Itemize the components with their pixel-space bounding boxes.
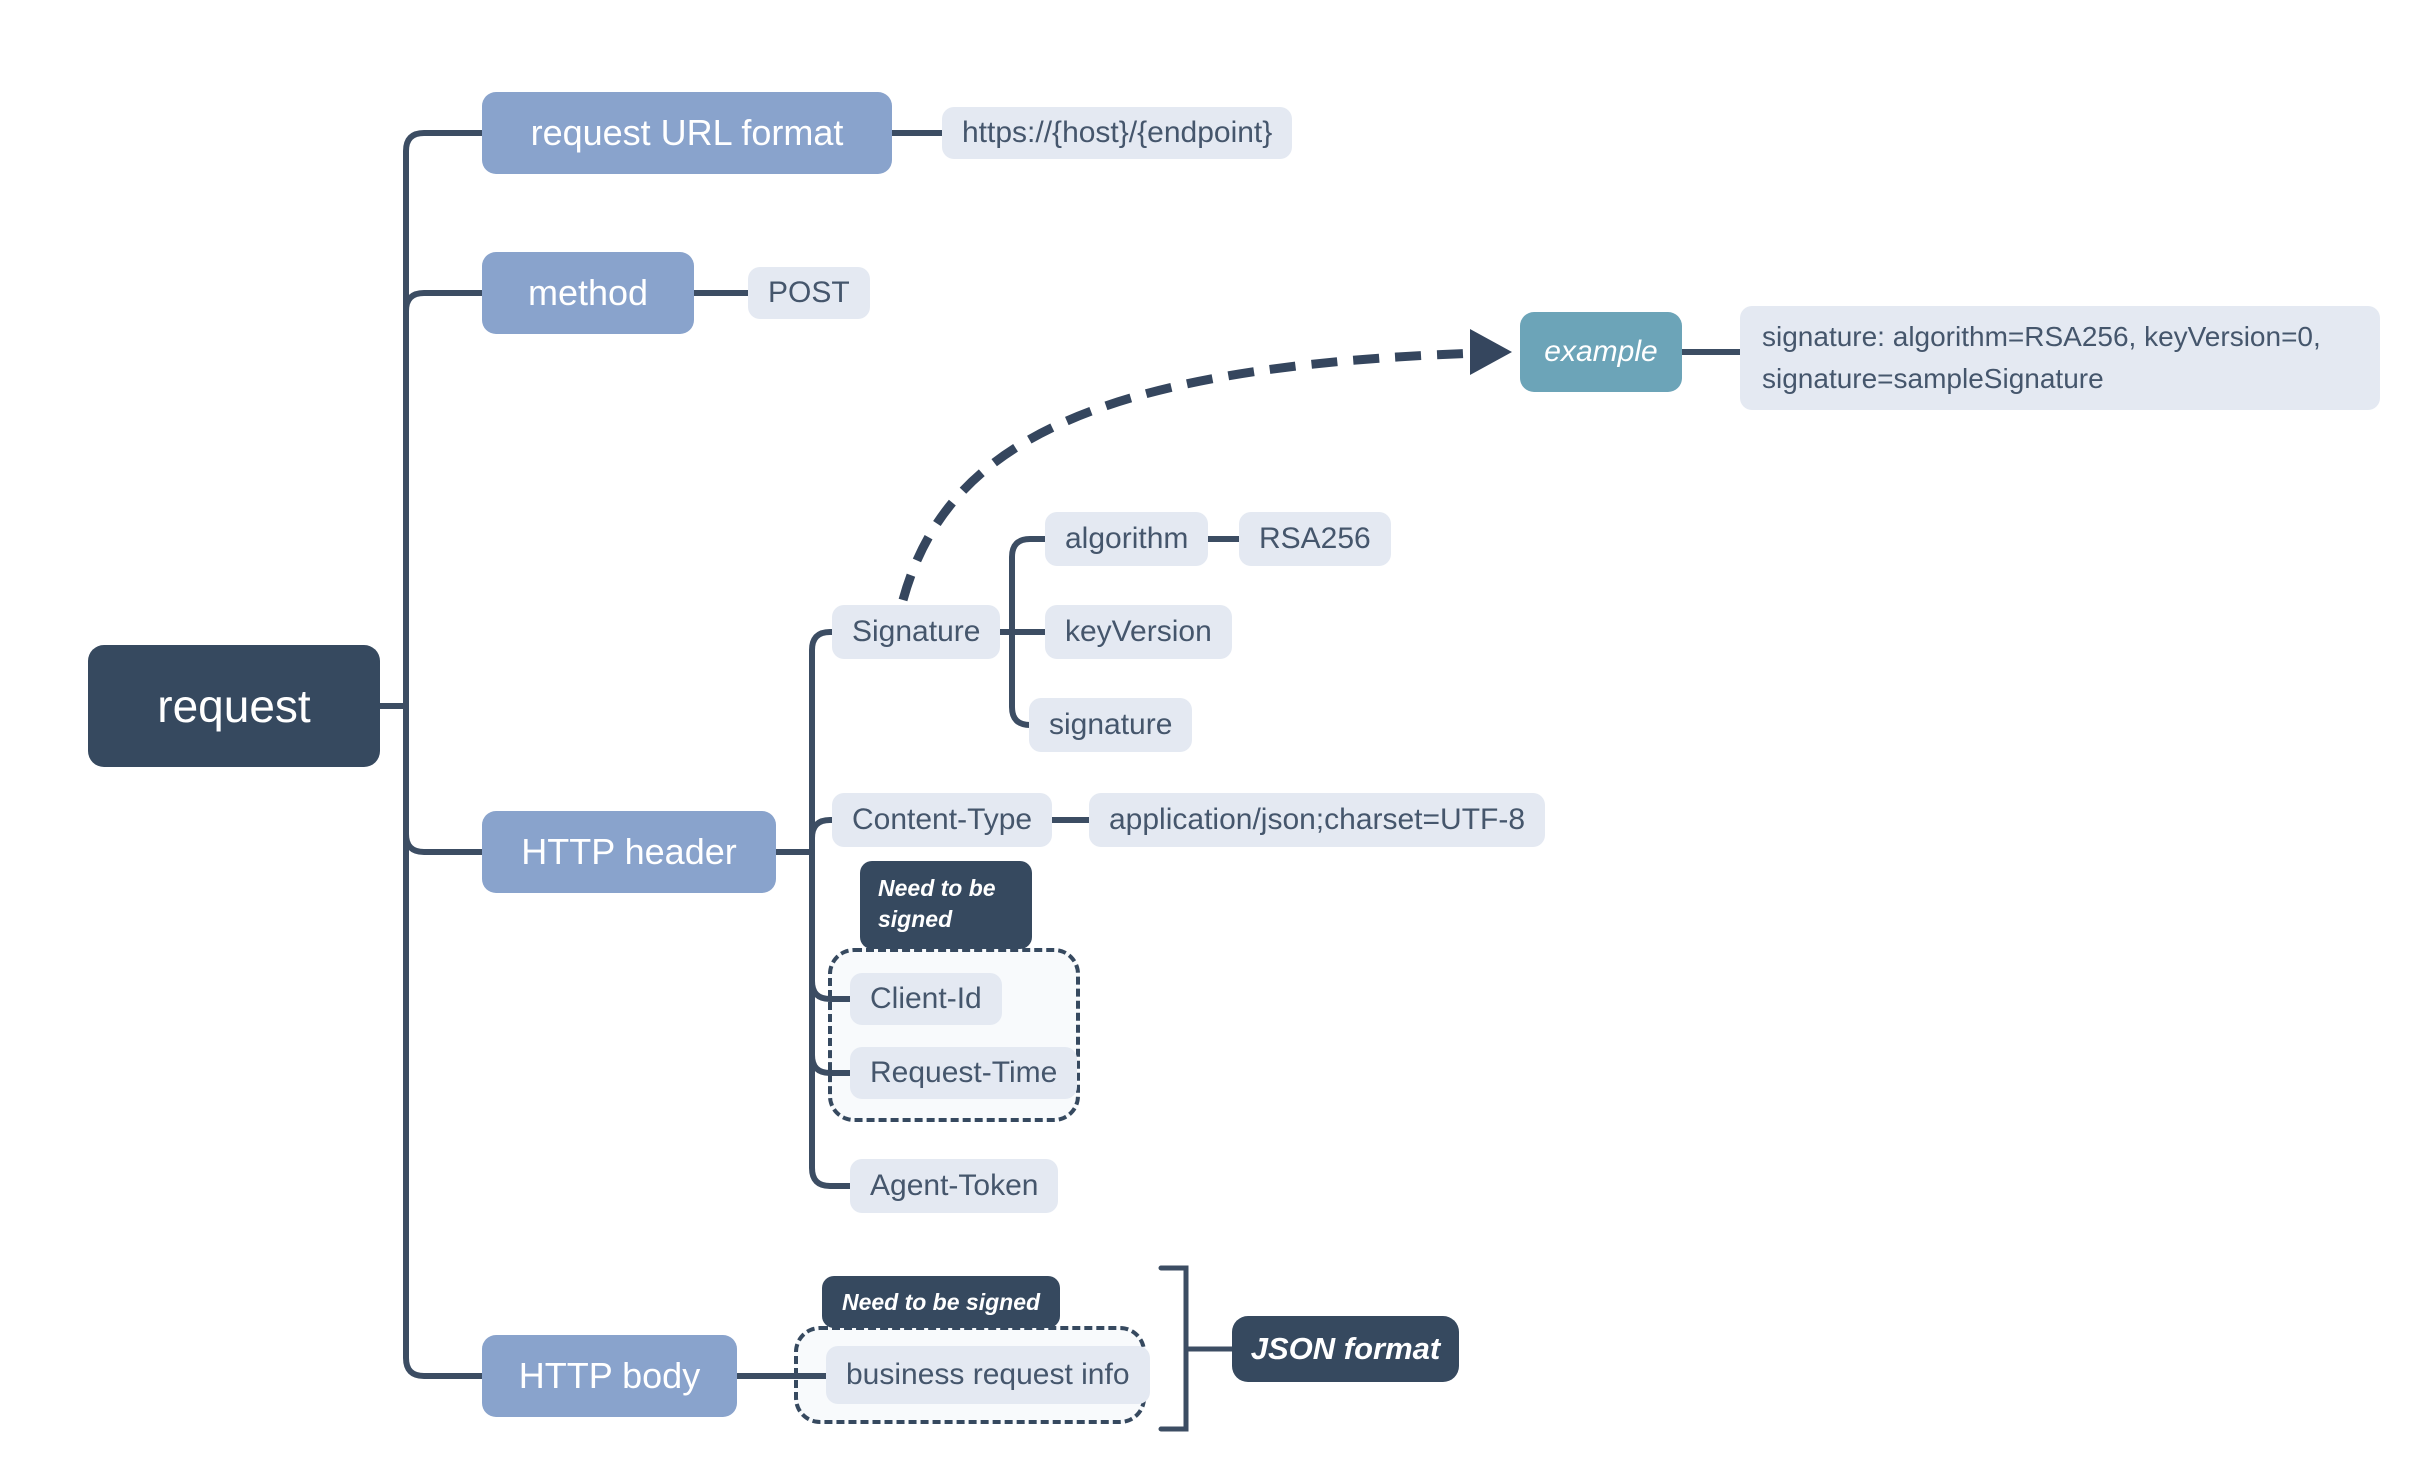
algorithm-node: algorithm	[1045, 512, 1209, 566]
json-format-node: JSON format	[1232, 1316, 1459, 1382]
signature-node: Signature	[832, 605, 1001, 659]
http-header-node: HTTP header	[482, 811, 776, 893]
url-format-node: request URL format	[482, 92, 892, 174]
content-type-value: application/json;charset=UTF-8	[1089, 793, 1546, 847]
request-time-node: Request-Time	[850, 1047, 1078, 1099]
method-node: method	[482, 252, 694, 334]
root-node-request: request	[88, 645, 380, 767]
method-value: POST	[748, 267, 870, 319]
http-body-node: HTTP body	[482, 1335, 737, 1417]
need-signed-badge-header: Need to be signed	[860, 861, 1032, 949]
url-format-value: https://{host}/{endpoint}	[942, 107, 1293, 159]
business-request-info-node: business request info	[826, 1346, 1150, 1404]
example-value: signature: algorithm=RSA256, keyVersion=…	[1740, 306, 2380, 410]
example-node: example	[1520, 312, 1682, 392]
algorithm-value: RSA256	[1239, 512, 1391, 566]
client-id-node: Client-Id	[850, 973, 1002, 1025]
dashed-arrow	[898, 329, 1512, 602]
need-signed-badge-body: Need to be signed	[822, 1276, 1060, 1328]
bracket	[1158, 1265, 1235, 1432]
agent-token-node: Agent-Token	[850, 1159, 1059, 1213]
signature-field-node: signature	[1029, 698, 1193, 752]
keyversion-node: keyVersion	[1045, 605, 1232, 659]
content-type-node: Content-Type	[832, 793, 1053, 847]
